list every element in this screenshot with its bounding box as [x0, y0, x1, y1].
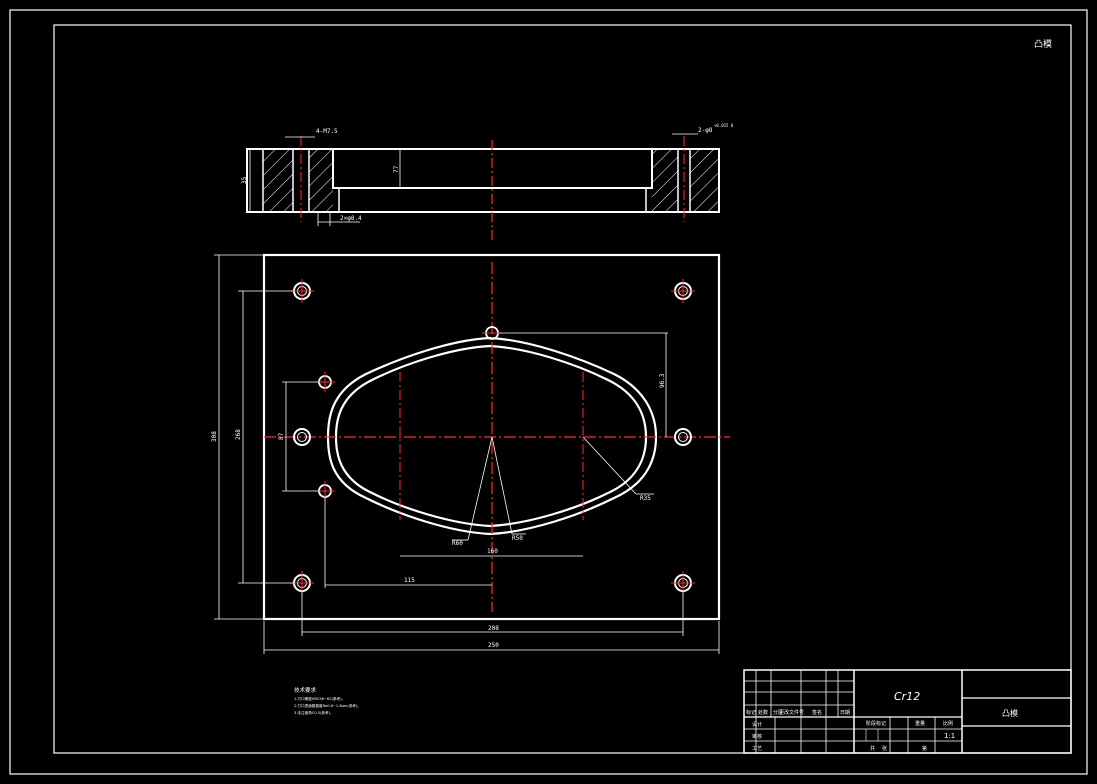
section-view: 35 77 4-M7.5 2-φ8 +0.015 0 2×φ8.4: [241, 123, 734, 240]
tb-part-name: 凸模: [1002, 708, 1018, 718]
section-recess: [332, 149, 653, 189]
dim-section-height: 35: [241, 176, 248, 184]
section-outline: [246, 148, 720, 213]
dim-small-v: 87: [278, 432, 285, 440]
tb-sheet-c: 第: [922, 745, 927, 752]
dim-right-v: 96.3: [659, 373, 666, 388]
cavity-outer: [326, 336, 658, 536]
tb-header-1: 标记: [746, 709, 756, 716]
tb-weight-label: 重量: [915, 720, 925, 727]
section-hatch-left-a: [263, 149, 293, 212]
tb-ratio-label: 比例: [943, 720, 953, 727]
cavity-inner: [334, 344, 648, 528]
corner-label: 凸模: [1034, 39, 1052, 50]
dim-center-r-left: R60: [452, 540, 463, 547]
callout-top-right: 2-φ8: [698, 127, 713, 134]
title-block: 标记 处数 分区 更改文件号 签名 日期 设计 审核 工艺 Cr12 凸模 阶段…: [743, 669, 1072, 754]
dim-hole-spacing: 268: [235, 429, 242, 440]
dim-mid-h: 160: [487, 548, 498, 555]
notes-title: 技术要求: [294, 686, 317, 694]
pin-hole-top: [482, 326, 502, 340]
tb-row-process: 工艺: [752, 746, 762, 752]
hole-mid-left: [293, 428, 311, 446]
dim-inner-width: 208: [488, 625, 499, 632]
section-hatch-right-a: [652, 149, 678, 212]
callout-bottom: 2×φ8.4: [340, 215, 362, 222]
callout-top-right-fit: +0.015 0: [714, 123, 734, 128]
tb-sheet-a: 共: [870, 745, 875, 752]
dim-overall-width: 250: [488, 642, 499, 649]
tb-stage-label: 阶段标记: [866, 720, 886, 727]
dim-section-inner: 77: [393, 165, 400, 173]
notes-line-3: 3.未注倒角C0.5(参考)。: [294, 710, 334, 715]
notes-line-2: 2.刃口表面粗糙度Ra0.8~1.6μm(参考)。: [294, 703, 361, 708]
tb-header-2: 处数: [758, 709, 768, 716]
tb-header-5: 签名: [812, 709, 822, 716]
dim-left-h: 115: [404, 577, 415, 584]
dim-right-angle: R35: [640, 495, 651, 502]
hole-mid-right: [674, 428, 692, 446]
dim-overall-height: 308: [211, 431, 218, 442]
tb-header-3: 分区: [773, 709, 783, 716]
section-hatch-right-b: [690, 149, 718, 212]
technical-notes: 技术要求 1.刃口硬度HRC58~62(参考)。 2.刃口表面粗糙度Ra0.8~…: [294, 686, 361, 715]
plan-view: 308 268 87 96.3 R35 R60 R50 160 115 208: [211, 253, 730, 654]
tb-material: Cr12: [894, 690, 920, 703]
notes-line-1: 1.刃口硬度HRC58~62(参考)。: [294, 696, 345, 701]
outer-frame: [9, 9, 1088, 775]
tb-row-review: 审核: [752, 733, 762, 740]
tb-header-4: 更改文件号: [779, 709, 804, 716]
tb-scale: 1:1: [944, 732, 955, 740]
dim-center-r-right: R50: [512, 535, 523, 542]
tb-sheet-b: 张: [882, 745, 887, 752]
section-hatch-left-b: [309, 149, 333, 212]
callout-top-left: 4-M7.5: [316, 128, 338, 135]
tb-header-6: 日期: [840, 710, 850, 716]
inner-frame: [53, 24, 1072, 754]
tb-row-design: 设计: [752, 721, 762, 728]
hole-top-right: [671, 279, 695, 303]
